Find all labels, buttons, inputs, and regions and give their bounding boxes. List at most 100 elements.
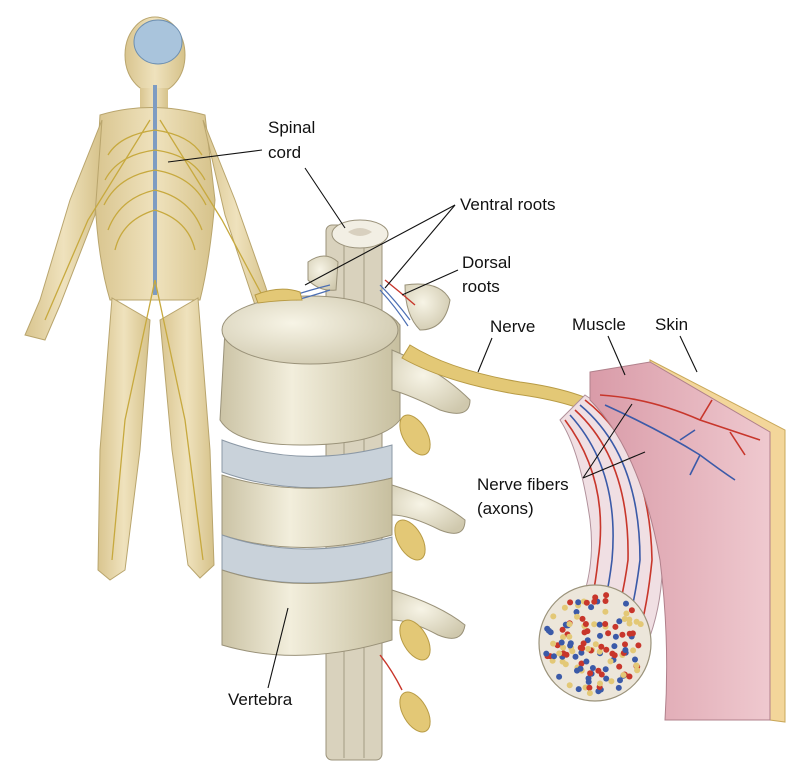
- label-spinal-cord-line2: cord: [268, 143, 301, 162]
- fiber-dot: [629, 630, 636, 637]
- fiber-dot: [567, 642, 574, 649]
- fiber-dot: [602, 608, 609, 615]
- fiber-dot: [578, 649, 585, 656]
- fiber-dot: [578, 660, 585, 667]
- label-vertebra: Vertebra: [228, 690, 293, 709]
- muscle-skin-layers: [589, 359, 786, 723]
- fiber-dot: [612, 633, 619, 640]
- fiber-dot: [580, 640, 587, 647]
- fiber-dot: [582, 621, 589, 627]
- fiber-dot: [628, 607, 635, 614]
- fiber-dot: [543, 650, 550, 657]
- fiber-dot: [575, 686, 582, 693]
- fiber-dot: [588, 604, 595, 611]
- fiber-dot: [592, 641, 599, 648]
- fiber-dot: [544, 625, 551, 632]
- human-figure: [24, 16, 271, 581]
- fiber-dot: [623, 610, 630, 617]
- fiber-dot: [585, 645, 592, 652]
- fiber-dot: [611, 652, 618, 659]
- peripheral-nerve: [401, 344, 663, 702]
- fiber-dot: [584, 637, 591, 644]
- fiber-dot: [572, 653, 579, 660]
- fiber-dot: [573, 609, 580, 615]
- labels: Spinal cord Ventral roots Dorsal roots N…: [167, 118, 698, 709]
- fiber-dot: [589, 665, 596, 671]
- fiber-dot: [591, 621, 598, 628]
- fiber-dot: [566, 621, 573, 628]
- fiber-dot: [577, 665, 584, 672]
- fiber-dot: [575, 599, 582, 606]
- fiber-dot: [630, 647, 637, 654]
- brain-icon: [133, 19, 183, 65]
- label-ventral-roots: Ventral roots: [460, 195, 555, 214]
- fiber-dot: [550, 640, 557, 647]
- fiber-dot: [579, 615, 586, 622]
- fiber-dot: [585, 678, 592, 685]
- fiber-dot: [602, 621, 609, 627]
- fiber-dot: [633, 618, 640, 625]
- label-nerve-fibers-line1: Nerve fibers: [477, 475, 569, 494]
- muscle-layer: [589, 361, 771, 721]
- fiber-dot: [623, 600, 629, 607]
- fiber-dot: [602, 598, 609, 604]
- fiber-dot: [608, 678, 615, 685]
- fiber-dot: [622, 641, 628, 648]
- label-nerve: Nerve: [490, 317, 535, 336]
- fiber-dot: [626, 673, 633, 680]
- fiber-dot: [561, 604, 568, 611]
- fiber-dot: [562, 661, 569, 668]
- fiber-dot: [597, 680, 603, 687]
- fiber-dot: [595, 667, 602, 674]
- fiber-dot: [607, 658, 614, 665]
- fiber-dot: [592, 594, 599, 601]
- vertebral-column: [219, 219, 471, 761]
- fiber-dot: [581, 629, 588, 636]
- label-nerve-fibers-line2: (axons): [477, 499, 534, 518]
- fiber-dot: [633, 662, 640, 669]
- label-muscle: Muscle: [572, 315, 626, 334]
- fiber-dot: [566, 633, 573, 640]
- fiber-dot: [616, 663, 623, 670]
- fiber-dot: [579, 645, 586, 652]
- fiber-dot: [563, 651, 570, 658]
- fiber-dot: [586, 690, 593, 697]
- fiber-dot: [603, 592, 610, 599]
- fiber-dot: [635, 642, 642, 649]
- label-dorsal-roots-line1: Dorsal: [462, 253, 511, 272]
- fiber-dot: [603, 646, 610, 653]
- fiber-dot: [632, 656, 638, 663]
- fiber-dot: [586, 684, 593, 691]
- fiber-dot: [605, 630, 612, 637]
- fiber-dot: [620, 672, 627, 678]
- fiber-dot: [615, 684, 622, 691]
- fiber-dot: [617, 677, 623, 684]
- fiber-dot: [560, 644, 567, 651]
- fiber-dot: [626, 620, 633, 627]
- fiber-dot: [596, 621, 603, 628]
- fiber-dot: [583, 658, 590, 665]
- fiber-dot: [619, 631, 626, 638]
- fiber-dot: [556, 650, 563, 657]
- fiber-dot: [558, 639, 565, 646]
- fiber-dot: [621, 616, 628, 622]
- fiber-dot: [612, 623, 619, 630]
- fiber-dot: [603, 675, 610, 682]
- fiber-dot: [587, 670, 594, 677]
- fiber-dot: [551, 653, 557, 660]
- fiber-dot: [596, 648, 603, 655]
- fiber-dot: [567, 599, 574, 606]
- fiber-dot: [550, 613, 557, 620]
- fiber-dot: [583, 599, 590, 606]
- fiber-dot: [616, 618, 623, 625]
- fiber-dot: [611, 643, 618, 650]
- fiber-dot: [556, 673, 563, 680]
- fiber-dot: [602, 666, 609, 673]
- fiber-dot: [597, 632, 603, 639]
- label-skin: Skin: [655, 315, 688, 334]
- label-spinal-cord-line1: Spinal: [268, 118, 315, 137]
- fiber-dot: [622, 647, 629, 653]
- label-dorsal-roots-line2: roots: [462, 277, 500, 296]
